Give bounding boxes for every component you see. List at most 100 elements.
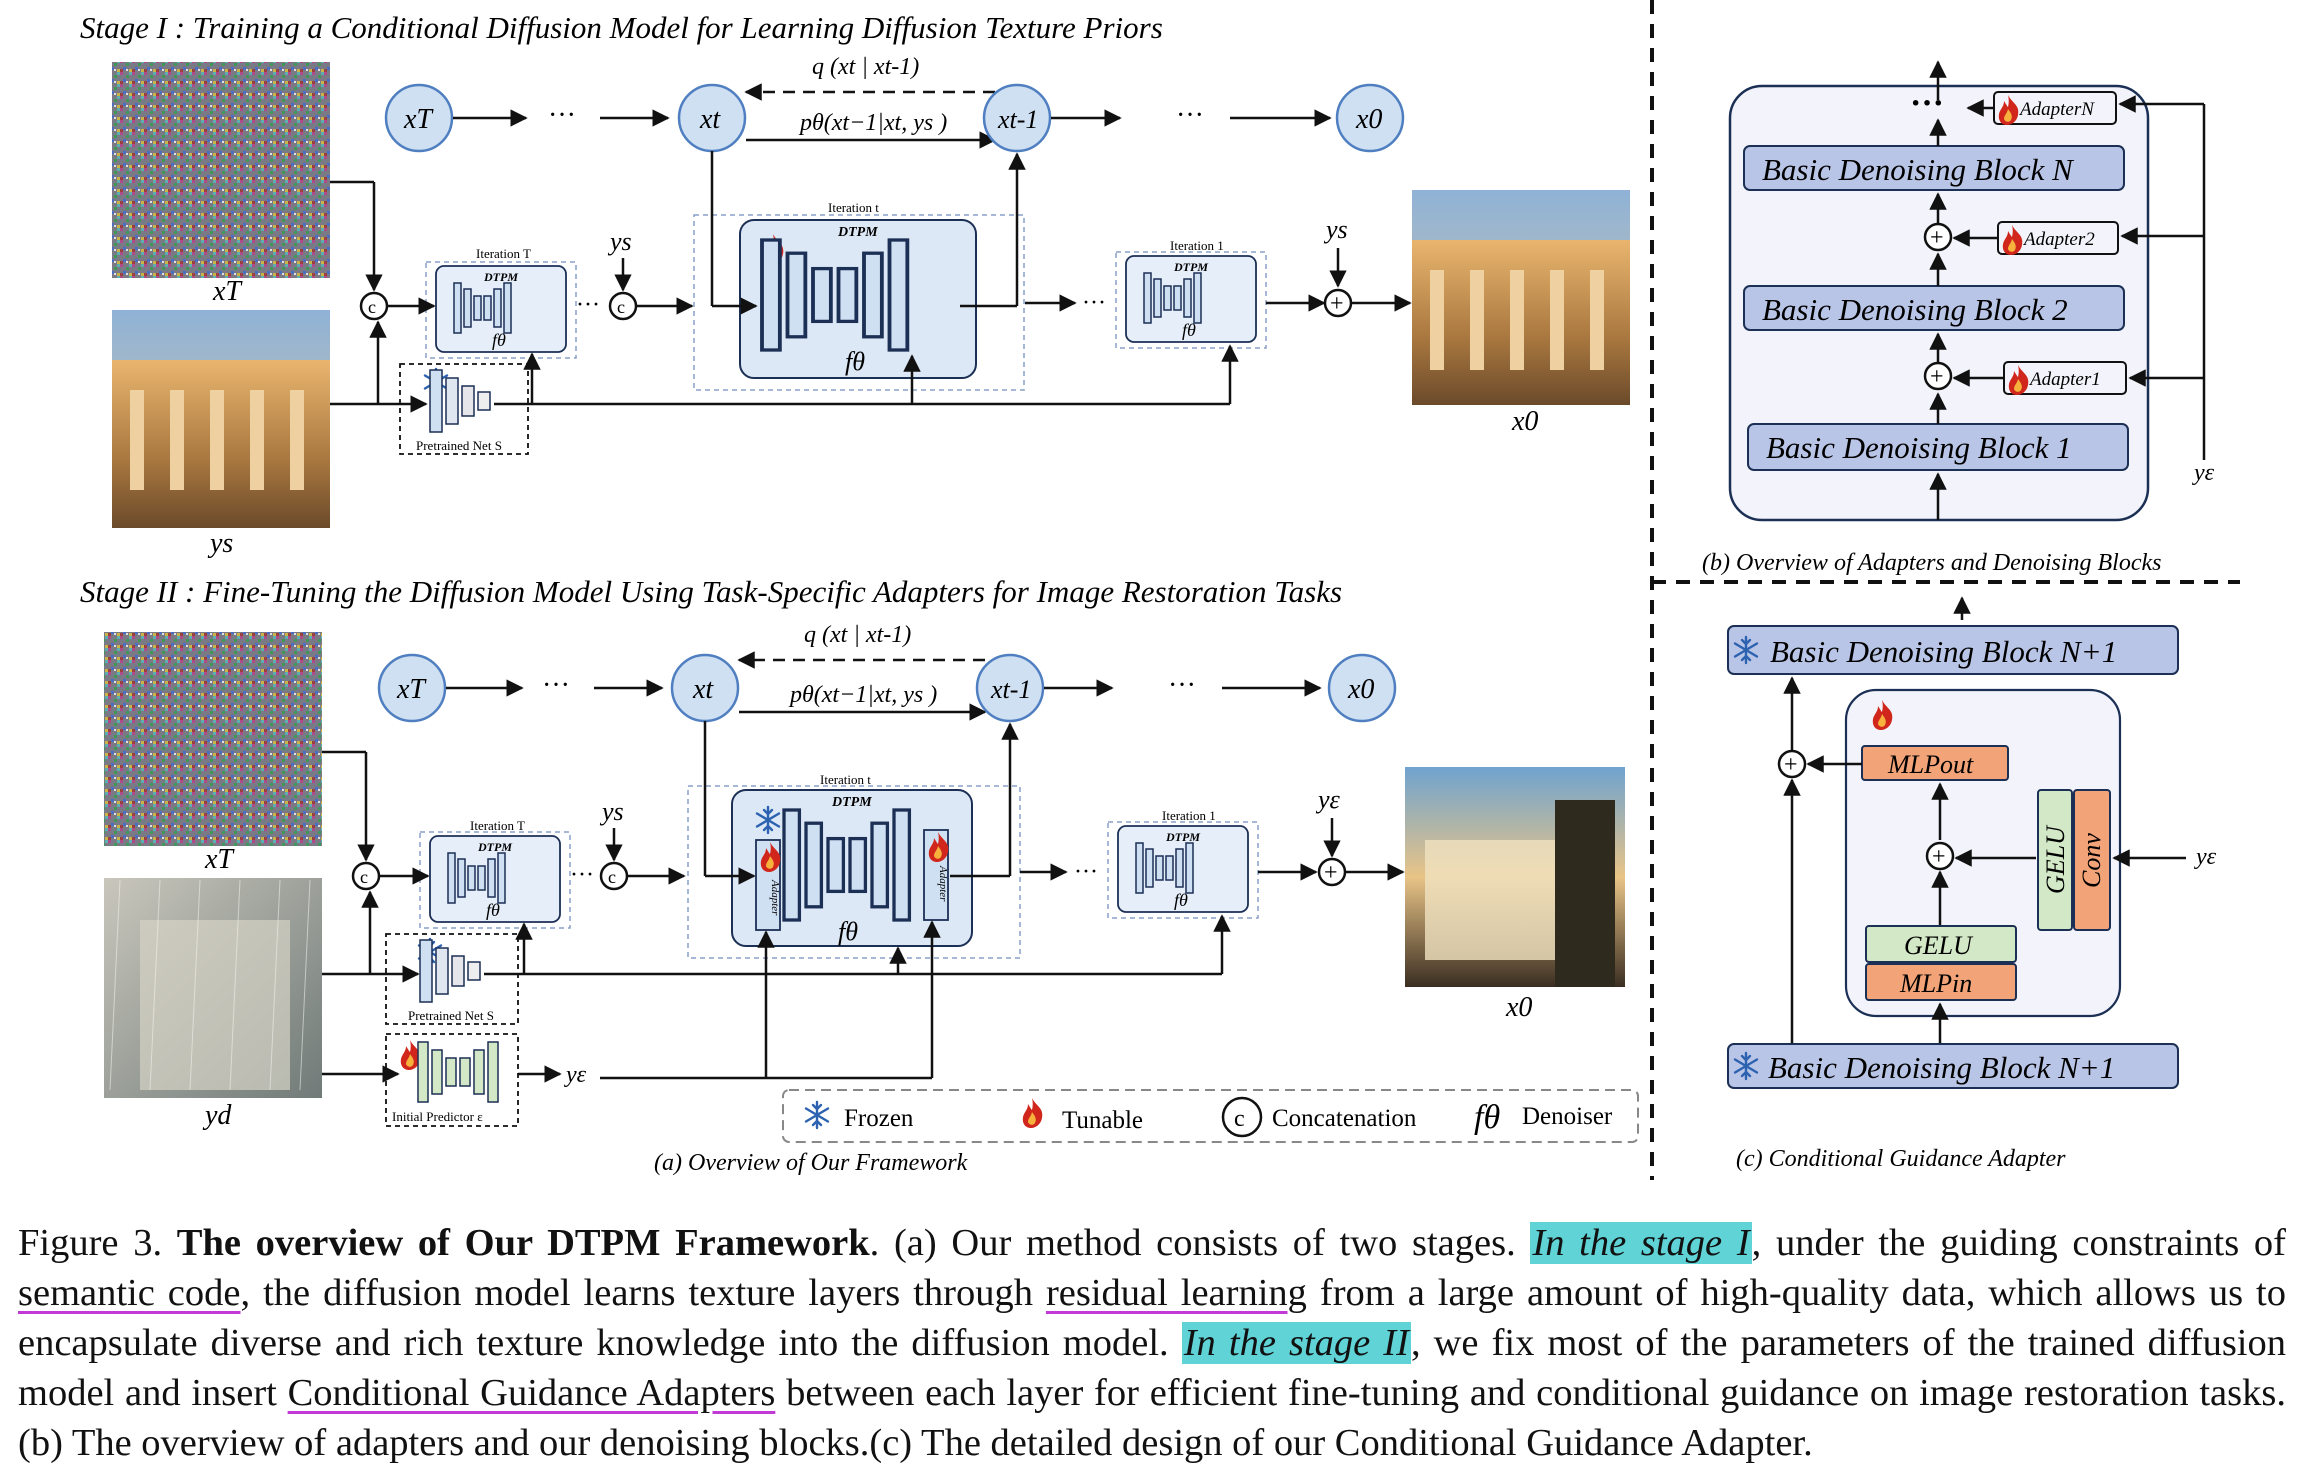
panel-c-caption: (c) Conditional Guidance Adapter xyxy=(1736,1146,2066,1172)
iteration-1-box xyxy=(1107,821,1259,919)
node-xt-1 xyxy=(982,83,1052,153)
conv-label: Conv xyxy=(2077,833,2106,888)
plus-symbol: + xyxy=(1930,225,1944,251)
adapter-1-label: Adapter1 xyxy=(2028,369,2101,390)
concat-symbol: c xyxy=(368,297,376,317)
snowflake-icon xyxy=(804,1100,830,1130)
caption-highlight-stage1: In the stage I xyxy=(1530,1222,1752,1264)
pretrained-label: Pretrained Net S xyxy=(408,1008,494,1023)
initial-predictor-label: Initial Predictor ε xyxy=(392,1109,483,1124)
gelu-vertical xyxy=(2037,789,2073,931)
iteration-t-label: Iteration t xyxy=(828,200,879,215)
ys-label: ys xyxy=(599,797,624,826)
ys-label: ys xyxy=(607,227,632,256)
caption-lead: Figure 3. xyxy=(18,1222,177,1264)
caption-text: between each layer for efficient fine-tu… xyxy=(18,1372,2286,1464)
node-xt-1 xyxy=(975,653,1045,723)
block-bottom xyxy=(1727,1043,2179,1089)
gelu-label: GELU xyxy=(1904,931,1974,960)
caption-text: , we fix most of the parameters of the t… xyxy=(18,1322,2287,1414)
caption-text: . (a) Our method consists of two stages. xyxy=(869,1222,1531,1264)
label-yd-image: yd xyxy=(202,1100,232,1131)
legend-frozen: Frozen xyxy=(844,1105,914,1132)
legend-box xyxy=(782,1089,1639,1143)
node-xt-label: xt xyxy=(692,674,714,705)
caption-underline-residual-learning: residual learning xyxy=(1045,1272,1307,1314)
block-n xyxy=(1743,145,2125,191)
concat-icon xyxy=(1221,1096,1263,1138)
dtpm-label: DTPM xyxy=(1165,830,1200,844)
legend-tunable: Tunable xyxy=(1062,1107,1143,1134)
q-label: q (xt | xt-1) xyxy=(804,622,911,648)
f-theta-label: fθ xyxy=(486,900,500,920)
encoder-shape xyxy=(419,939,481,1003)
block-2-label: Basic Denoising Block 2 xyxy=(1762,292,2068,327)
stage1-title: Stage I : Training a Conditional Diffusi… xyxy=(80,10,1163,45)
label-xT-image: xT xyxy=(204,844,235,875)
node-xT xyxy=(384,83,454,153)
node-x0-label: x0 xyxy=(1355,104,1382,135)
figure-caption: Figure 3. The overview of Our DTPM Frame… xyxy=(18,1218,2286,1468)
panel-a-caption: (a) Overview of Our Framework xyxy=(654,1150,968,1176)
iteration-1-label: Iteration 1 xyxy=(1170,238,1224,253)
ys-label: ys xyxy=(1323,215,1348,244)
block-top xyxy=(1727,625,2179,675)
node-x0-label: x0 xyxy=(1347,674,1374,705)
ye-label: yε xyxy=(564,1062,587,1088)
dots: ··· xyxy=(1074,859,1098,885)
concat-symbol: c xyxy=(608,867,616,887)
image-x0-stage1 xyxy=(1412,190,1630,405)
node-xt-1-label: xt-1 xyxy=(997,105,1038,134)
adapter-left-label: Adapter xyxy=(769,879,781,916)
block-1-label: Basic Denoising Block 1 xyxy=(1766,430,2072,465)
iteration-T-label: Iteration T xyxy=(476,246,531,261)
dtpm-label: DTPM xyxy=(831,795,872,810)
encoder-shape xyxy=(429,369,491,433)
dtpm-label: DTPM xyxy=(477,840,512,854)
image-x0-stage2 xyxy=(1405,767,1625,987)
dots: ··· xyxy=(576,292,600,318)
node-xT-label: xT xyxy=(396,674,427,705)
plus-symbol: + xyxy=(1932,844,1946,870)
plus-circle xyxy=(1925,841,1955,871)
f-theta-label: fθ xyxy=(845,347,865,376)
image-xT-stage1 xyxy=(112,62,330,278)
p-label: pθ(xt−1|xt, ys ) xyxy=(788,682,937,708)
initial-predictor-box xyxy=(385,1033,519,1127)
mlp-in-label: MLPin xyxy=(1899,969,1972,998)
caption-highlight-stage2: In the stage II xyxy=(1181,1322,1411,1364)
node-x0 xyxy=(1335,83,1405,153)
ye-label: yε xyxy=(2192,460,2215,486)
caption-underline-semantic-code: semantic code xyxy=(18,1272,241,1314)
plus-symbol: + xyxy=(1784,752,1798,778)
stage2-title: Stage II : Fine-Tuning the Diffusion Mod… xyxy=(80,574,1342,609)
dots: ··· xyxy=(542,670,570,701)
f-theta-label: fθ xyxy=(492,330,506,350)
iteration-T-label: Iteration T xyxy=(470,818,525,833)
legend-f-theta: fθ xyxy=(1474,1099,1500,1136)
framework-figure: Stage I : Training a Conditional Diffusi… xyxy=(80,0,2240,1180)
plus-symbol: + xyxy=(1930,364,1944,390)
block-n-label: Basic Denoising Block N xyxy=(1762,152,2075,187)
iteration-1-label: Iteration 1 xyxy=(1162,808,1216,823)
caption-text: from a large amount of high-quality data… xyxy=(18,1272,2286,1364)
label-xT-image: xT xyxy=(212,276,243,307)
label-x0-image: x0 xyxy=(1511,406,1538,437)
concat-symbol: c xyxy=(617,297,625,317)
dots: ··· xyxy=(1176,100,1204,131)
label-ys-image: ys xyxy=(207,528,233,559)
node-xt-1-label: xt-1 xyxy=(990,675,1031,704)
dots: ··· xyxy=(548,100,576,131)
conv-box xyxy=(2073,789,2111,931)
dots: ··· xyxy=(570,862,594,888)
pretrained-label: Pretrained Net S xyxy=(416,438,502,453)
p-label: pθ(xt−1|xt, ys ) xyxy=(798,110,947,136)
dots: ··· xyxy=(1168,670,1196,701)
ye-label: yε xyxy=(2194,844,2217,870)
gelu-box xyxy=(1865,925,2017,963)
f-theta-label: fθ xyxy=(838,917,858,946)
iteration-t-box xyxy=(693,214,1025,391)
node-xt-label: xt xyxy=(699,104,721,135)
ye-label: yε xyxy=(1315,785,1341,814)
plus-symbol: + xyxy=(1324,860,1338,886)
